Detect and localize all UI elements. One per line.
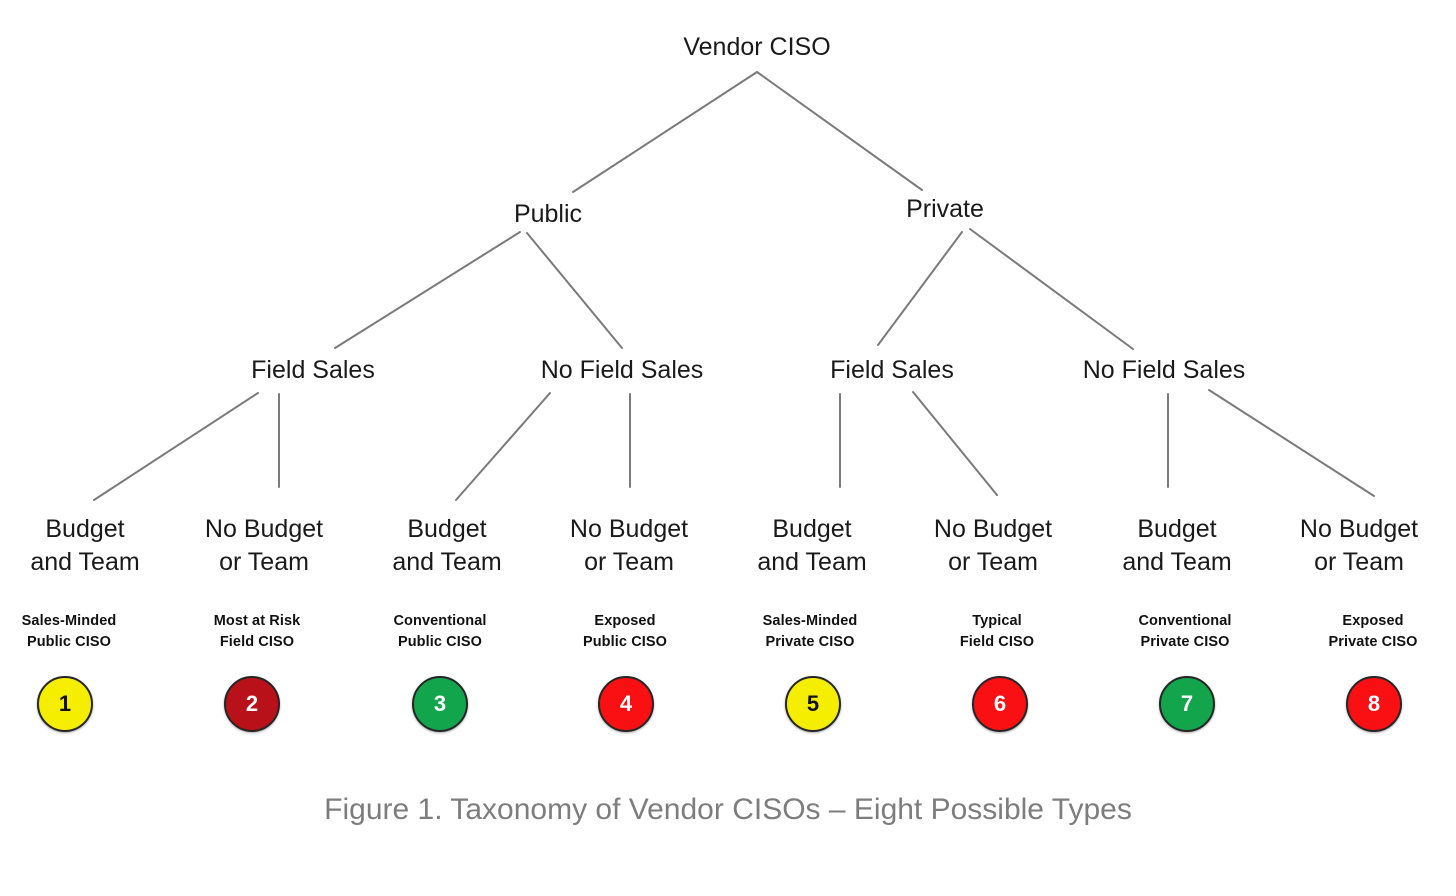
type-label-line1: Sales-Minded — [21, 613, 117, 629]
type-label-2: Most at Risk Field CISO — [214, 611, 301, 653]
type-badge-4[interactable]: 4 — [598, 676, 654, 732]
leaf-condition-7: Budget and Team — [1122, 513, 1231, 578]
node-label: Field Sales — [251, 356, 375, 384]
leaf-condition-line2: and Team — [30, 547, 140, 576]
node-label: Field Sales — [830, 356, 954, 384]
node-public: Public — [514, 200, 582, 230]
leaf-condition-line2: and Team — [1122, 547, 1232, 576]
leaf-condition-5: Budget and Team — [757, 513, 866, 578]
edge-root-public — [572, 71, 758, 193]
leaf-condition-line2: and Team — [392, 547, 502, 576]
type-label-line2: Public CISO — [397, 634, 483, 651]
type-label-7: Conventional Private CISO — [1138, 611, 1231, 653]
node-public-field-sales: Field Sales — [251, 356, 375, 386]
badge-number: 2 — [245, 691, 259, 716]
type-label-line1: Sales-Minded — [762, 613, 858, 629]
type-label-line2: Private CISO — [1140, 634, 1230, 651]
type-label-1: Sales-Minded Public CISO — [22, 611, 117, 653]
leaf-condition-line1: No Budget — [204, 515, 324, 543]
type-label-8: Exposed Private CISO — [1328, 611, 1417, 653]
badge-number: 4 — [619, 691, 633, 716]
leaf-condition-1: Budget and Team — [30, 513, 139, 578]
edge-root-private — [756, 71, 923, 191]
badge-number: 3 — [433, 691, 447, 716]
edge-fs1-budget — [93, 392, 259, 501]
leaf-condition-line2: or Team — [219, 547, 309, 576]
node-label: No Field Sales — [1082, 356, 1246, 384]
leaf-condition-line2: or Team — [584, 547, 674, 576]
figure-caption: Figure 1. Taxonomy of Vendor CISOs – Eig… — [324, 793, 1132, 826]
leaf-condition-3: Budget and Team — [392, 513, 501, 578]
type-label-line1: Typical — [972, 613, 1022, 629]
leaf-condition-2: No Budget or Team — [205, 513, 323, 578]
leaf-condition-line1: No Budget — [569, 515, 689, 543]
node-label: Vendor CISO — [683, 33, 831, 61]
edge-nfs2-nobudget — [1208, 389, 1375, 497]
leaf-condition-line2: or Team — [948, 547, 1038, 576]
type-label-3: Conventional Public CISO — [393, 611, 486, 653]
type-label-line2: Field CISO — [959, 634, 1035, 651]
leaf-condition-line2: and Team — [757, 547, 867, 576]
leaf-condition-line1: Budget — [407, 515, 487, 543]
node-label: Public — [513, 200, 583, 228]
badge-number: 1 — [58, 691, 72, 716]
edge-private-nofieldsales — [969, 228, 1134, 350]
node-label: No Field Sales — [540, 356, 704, 384]
type-badge-2[interactable]: 2 — [224, 676, 280, 732]
badge-number: 8 — [1367, 691, 1381, 716]
type-label-line1: Conventional — [393, 613, 487, 629]
type-label-line2: Private CISO — [765, 634, 855, 651]
node-private-no-field-sales: No Field Sales — [1083, 356, 1246, 386]
leaf-condition-line1: No Budget — [933, 515, 1053, 543]
type-label-line2: Private CISO — [1328, 634, 1418, 651]
node-vendor-ciso: Vendor CISO — [683, 33, 830, 63]
edge-nfs1-budget — [455, 392, 551, 501]
leaf-condition-line1: Budget — [772, 515, 852, 543]
type-badge-5[interactable]: 5 — [785, 676, 841, 732]
edge-fs2-nobudget — [912, 391, 998, 496]
node-public-no-field-sales: No Field Sales — [541, 356, 704, 386]
type-badge-3[interactable]: 3 — [412, 676, 468, 732]
badge-number: 7 — [1180, 691, 1194, 716]
node-private-field-sales: Field Sales — [830, 356, 954, 386]
type-label-line2: Public CISO — [582, 634, 668, 651]
node-label: Private — [906, 195, 984, 223]
type-label-line1: Exposed — [594, 613, 656, 629]
edge-public-fieldsales — [334, 231, 521, 349]
type-badge-7[interactable]: 7 — [1159, 676, 1215, 732]
type-label-line1: Conventional — [1138, 613, 1232, 629]
leaf-condition-line1: No Budget — [1299, 515, 1419, 543]
type-label-5: Sales-Minded Private CISO — [763, 611, 858, 653]
type-label-line2: Field CISO — [219, 634, 295, 651]
type-label-line2: Public CISO — [26, 634, 112, 651]
node-private: Private — [906, 195, 984, 225]
edge-private-fieldsales — [877, 231, 963, 346]
leaf-condition-4: No Budget or Team — [570, 513, 688, 578]
type-label-6: Typical Field CISO — [960, 611, 1034, 653]
type-label-4: Exposed Public CISO — [583, 611, 667, 653]
type-label-line1: Exposed — [1342, 613, 1404, 629]
edge-public-nofieldsales — [526, 232, 623, 349]
type-badge-1[interactable]: 1 — [37, 676, 93, 732]
badge-number: 6 — [993, 691, 1007, 716]
type-badge-8[interactable]: 8 — [1346, 676, 1402, 732]
leaf-condition-8: No Budget or Team — [1300, 513, 1418, 578]
type-label-line1: Most at Risk — [213, 613, 301, 629]
leaf-condition-line1: Budget — [45, 515, 125, 543]
leaf-condition-line1: Budget — [1137, 515, 1217, 543]
badge-number: 5 — [806, 691, 820, 716]
leaf-condition-6: No Budget or Team — [934, 513, 1052, 578]
leaf-condition-line2: or Team — [1314, 547, 1404, 576]
type-badge-6[interactable]: 6 — [972, 676, 1028, 732]
